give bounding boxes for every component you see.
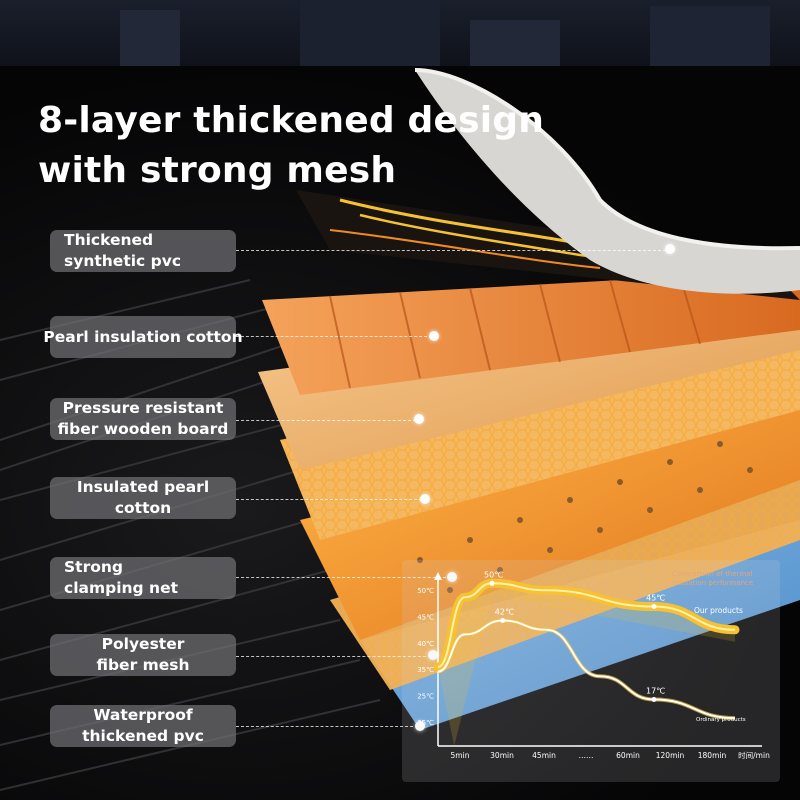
y-tick-label: 35℃ [417, 719, 434, 727]
headline-line-1: 8-layer thickened design [38, 100, 545, 141]
layer-label-text: thickened pvc [82, 727, 204, 745]
callout-dot [429, 331, 439, 341]
building-silhouette [650, 6, 770, 66]
layer-label-text: Waterproof [93, 706, 193, 724]
layer-label-insulated-pearl-cotton: Insulated pearl cotton [50, 477, 236, 519]
layer-label-text: Polyester [101, 635, 185, 653]
layer-label-text: fiber mesh [96, 656, 190, 674]
layer-label-polyester-mesh: Polyester fiber mesh [50, 634, 236, 676]
callout-dot [665, 244, 675, 254]
headline: 8-layer thickened design with strong mes… [38, 96, 545, 196]
x-tick-label: 120min [656, 751, 685, 760]
building-silhouette [300, 0, 440, 66]
thermal-chart-svg: 35℃ 25℃ 35℃ 40℃ 45℃ 50℃ 5min 30min 45min …… 60min 1… [417, 570, 770, 760]
clamping-net-layer [300, 400, 800, 640]
layer-label-synthetic-pvc: Thickened synthetic pvc [50, 230, 236, 272]
leader-line [236, 499, 422, 500]
layer-label-fiber-board: Pressure resistant fiber wooden board [50, 398, 236, 440]
synthetic-pvc-layer [415, 70, 800, 294]
x-tick-label: 180min [698, 751, 727, 760]
leader-line [236, 656, 431, 657]
data-point [489, 580, 495, 586]
callout-dot [415, 721, 425, 731]
layer-label-text: Pearl insulation cotton [43, 327, 243, 346]
city-night-backdrop [0, 0, 800, 66]
our-products-highlight [437, 582, 736, 668]
pearl-insulation-cotton-layer [262, 270, 800, 395]
y-tick-label: 25℃ [417, 693, 434, 701]
layer-label-text: fiber wooden board [57, 420, 229, 438]
chart-title: insulation performance [672, 579, 753, 587]
layer-label-text: Insulated pearl [76, 478, 210, 496]
building-silhouette [120, 10, 180, 66]
data-label: 50℃ [484, 570, 503, 579]
y-axis-arrow [434, 572, 442, 580]
legend-ordinary-products: Ordinary products [696, 717, 746, 723]
legend-our-products: Our products [694, 606, 743, 615]
x-tick-label: 时间/min [738, 750, 770, 760]
headline-line-2: with strong mesh [38, 150, 397, 191]
x-tick-label: …… [579, 751, 594, 760]
ordinary-products-glow [437, 618, 736, 721]
x-tick-label: 45min [532, 751, 556, 760]
leader-line [236, 336, 432, 337]
y-tick-label: 45℃ [417, 613, 434, 621]
layer-label-text: Pressure resistant [62, 399, 224, 417]
layer-label-text: Strong [64, 558, 123, 576]
building-silhouette [470, 20, 560, 66]
layer-label-waterproof-pvc: Waterproof thickened pvc [50, 705, 236, 747]
layer-label-pearl-insulation-cotton: Pearl insulation cotton [43, 316, 243, 358]
layer-label-clamping-net: Strong clamping net [50, 557, 236, 599]
data-point [651, 604, 657, 610]
callout-dot [414, 414, 424, 424]
layer-label-text: cotton [114, 499, 172, 517]
leader-line [236, 726, 418, 727]
x-tick-label: 60min [616, 751, 640, 760]
data-label: 45℃ [646, 594, 665, 603]
data-point [651, 697, 657, 703]
x-tick-label: 5min [451, 751, 470, 760]
data-point [500, 617, 506, 623]
layer-label-text: clamping net [64, 579, 179, 597]
data-label: 17℃ [646, 687, 665, 696]
callout-dot [447, 572, 457, 582]
y-tick-label: 40℃ [417, 640, 434, 648]
layer-label-text: synthetic pvc [64, 252, 182, 270]
y-tick-label: 50℃ [417, 587, 434, 595]
y-tick-label: 35℃ [417, 666, 434, 674]
our-products-fill [438, 583, 735, 746]
leader-line [236, 420, 416, 421]
data-label: 42℃ [495, 607, 514, 616]
leader-line [236, 577, 451, 578]
callout-dot [420, 494, 430, 504]
layer-label-text: Thickened [64, 231, 154, 249]
x-tick-label: 30min [490, 751, 514, 760]
callout-dot [428, 650, 438, 660]
leader-line [236, 250, 666, 251]
thermal-comparison-chart: 35℃ 25℃ 35℃ 40℃ 45℃ 50℃ 5min 30min 45min …… 60min 1… [402, 560, 780, 782]
chart-title: Comparison of thermal [672, 570, 752, 578]
